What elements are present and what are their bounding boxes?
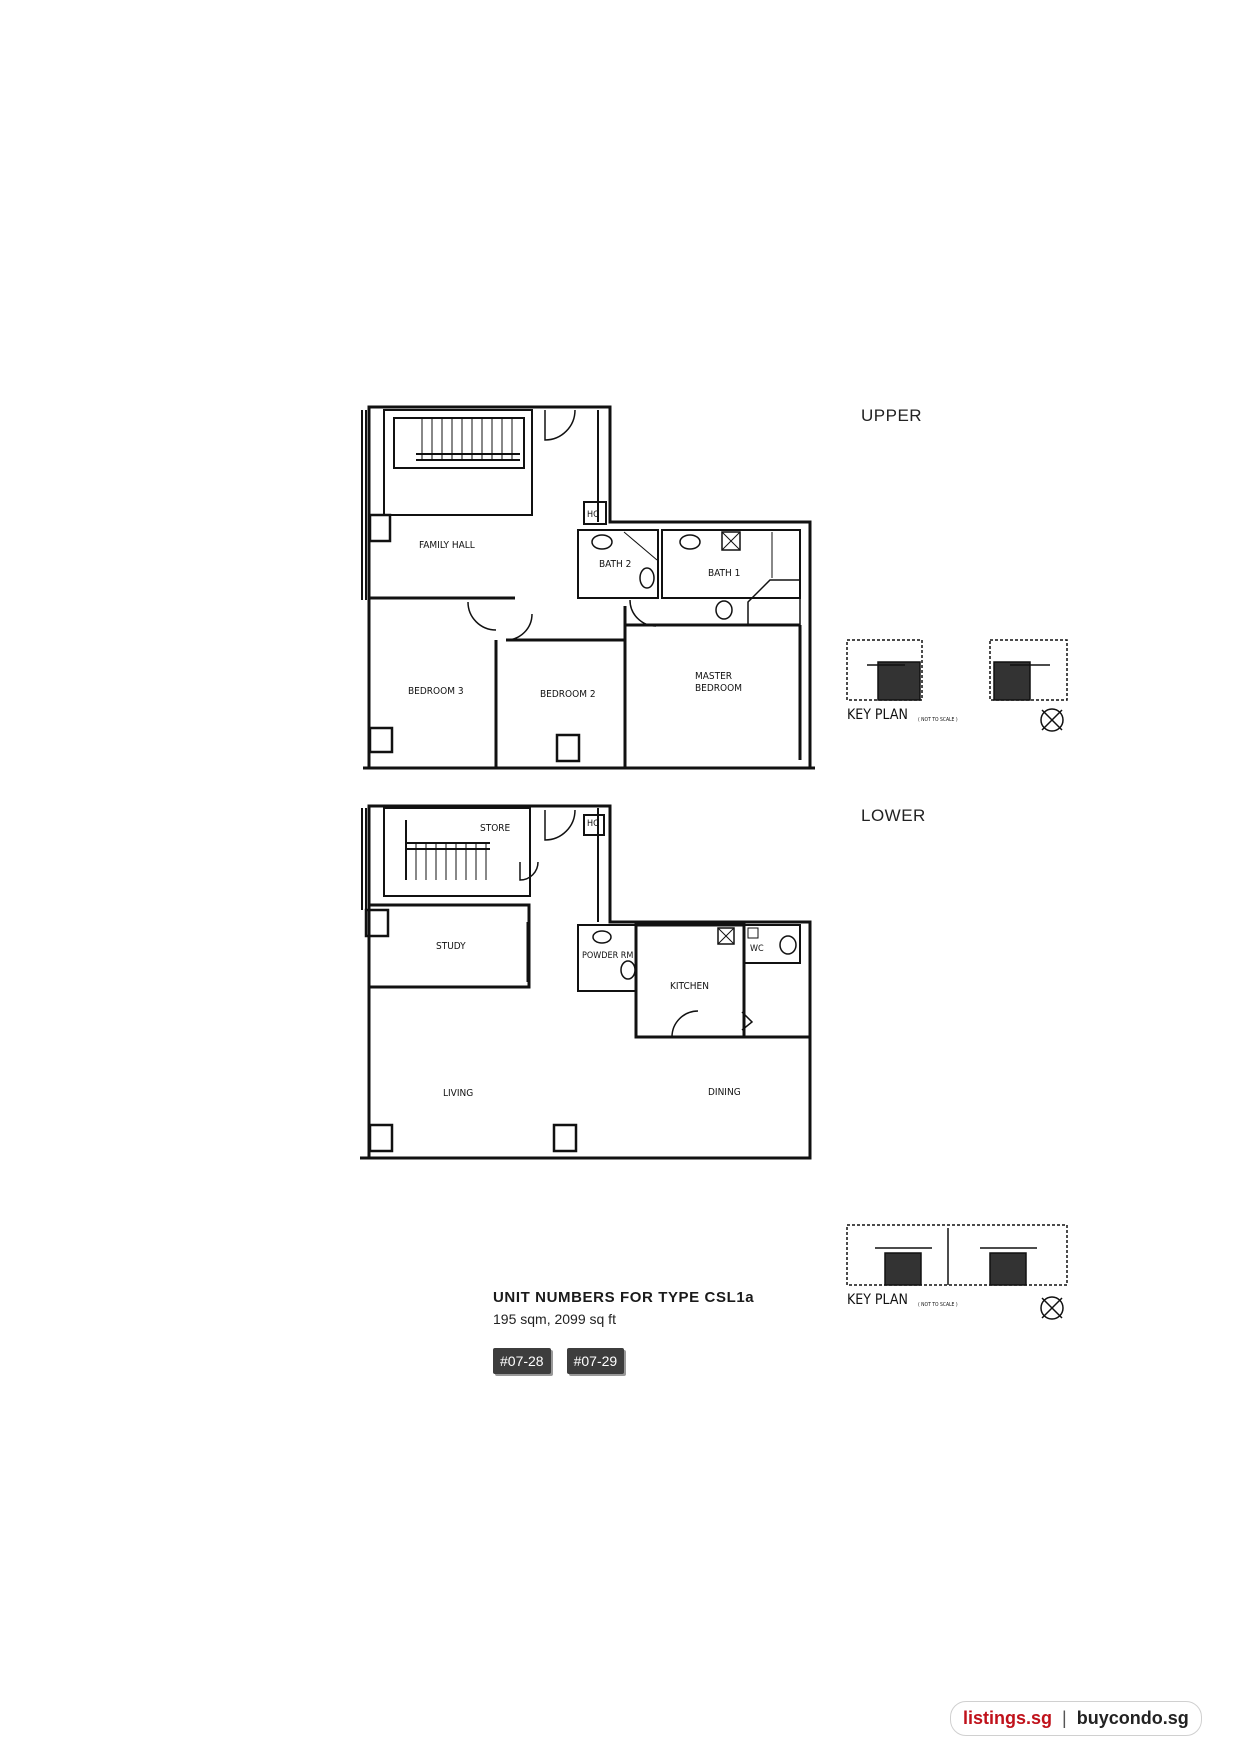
unit-number-badge: #07-28 (493, 1348, 551, 1374)
upper-plan-title: UPPER (861, 406, 923, 425)
room-label-powder-rm: POWDER RM (582, 951, 633, 961)
upper-plan-walls (361, 405, 815, 770)
key-plan-label-upper: KEY PLAN (847, 707, 908, 723)
brand-separator: | (1062, 1708, 1067, 1728)
room-label-master-1: MASTER (695, 671, 732, 682)
room-label-dining: DINING (708, 1087, 741, 1098)
room-label-study: STUDY (436, 941, 466, 952)
room-label-family-hall: FAMILY HALL (419, 540, 475, 551)
room-label-bedroom3: BEDROOM 3 (408, 686, 464, 697)
key-plan-lower (846, 1224, 1068, 1320)
key-plan-upper (846, 639, 1068, 732)
brand-link-buycondo[interactable]: buycondo.sg (1076, 1708, 1189, 1728)
room-label-hc-upper: HC (587, 510, 599, 520)
key-plan-label-lower: KEY PLAN (847, 1292, 908, 1308)
room-label-master-2: BEDROOM (695, 683, 742, 694)
footer-brand-badge: listings.sg | buycondo.sg (950, 1701, 1202, 1736)
room-label-bath1: BATH 1 (708, 568, 740, 579)
unit-type-heading: UNIT NUMBERS FOR TYPE CSL1a (493, 1289, 755, 1306)
lower-plan-title: LOWER (861, 806, 926, 825)
room-label-store: STORE (480, 823, 511, 834)
lower-plan-walls (360, 804, 812, 1160)
room-label-kitchen: KITCHEN (670, 981, 709, 992)
room-label-wc: WC (750, 944, 764, 954)
unit-area: 195 sqm, 2099 sq ft (493, 1311, 616, 1327)
unit-number-badge: #07-29 (566, 1348, 625, 1374)
unit-number-list: #07-28 #07-29 (493, 1348, 625, 1374)
brand-link-listings[interactable]: listings.sg (963, 1708, 1053, 1728)
key-plan-note-upper: ( NOT TO SCALE ) (918, 717, 958, 723)
key-plan-note-lower: ( NOT TO SCALE ) (918, 1302, 958, 1308)
room-label-hc-lower: HC (587, 819, 599, 829)
room-label-bath2: BATH 2 (599, 559, 631, 570)
room-label-living: LIVING (443, 1088, 473, 1099)
room-label-bedroom2: BEDROOM 2 (540, 689, 596, 700)
